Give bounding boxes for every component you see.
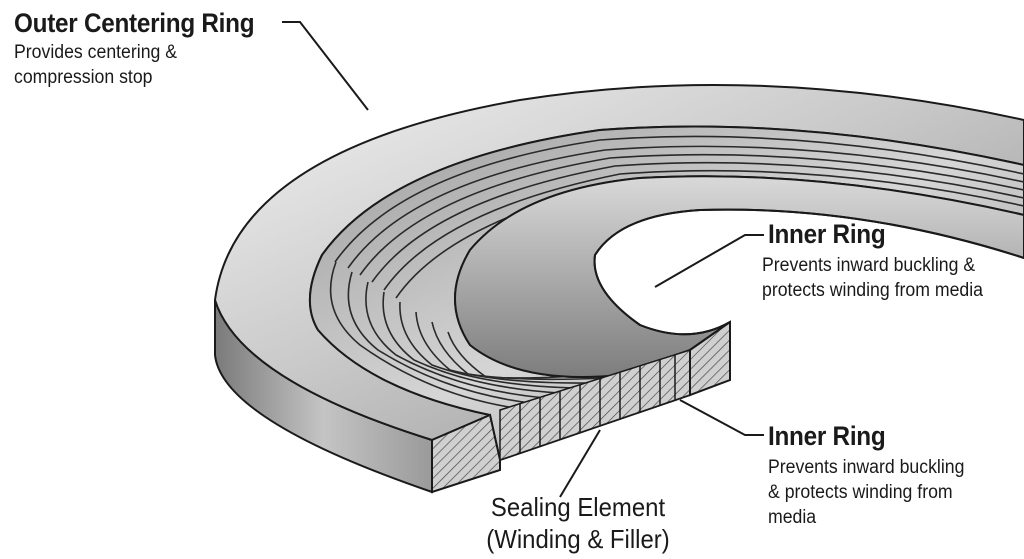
inner-ring-bottom-desc-line1: Prevents inward buckling [768, 457, 965, 478]
inner-ring-edge [593, 208, 1024, 336]
outer-ring-title: Outer Centering Ring [14, 8, 255, 38]
outer-ring-section [431, 413, 501, 494]
inner-ring-top-title: Inner Ring [768, 219, 886, 249]
sealing-element-title: Sealing Element [490, 492, 666, 522]
inner-ring-top-desc-line1: Prevents inward buckling & [762, 255, 976, 276]
outer-ring-desc-line1: Provides centering & [14, 42, 178, 63]
inner-ring-section [689, 320, 731, 397]
outer-ring-desc-line2: compression stop [14, 67, 153, 88]
inner-ring-top-desc-line2: protects winding from media [762, 280, 983, 301]
inner-ring-bottom-desc-line3: media [768, 507, 817, 528]
inner-ring-bottom-title: Inner Ring [768, 421, 886, 451]
sealing-element-subtitle: (Winding & Filler) [486, 524, 670, 554]
leader-lines [282, 21, 764, 498]
inner-ring-bottom-desc-line2: & protects winding from [768, 482, 953, 503]
